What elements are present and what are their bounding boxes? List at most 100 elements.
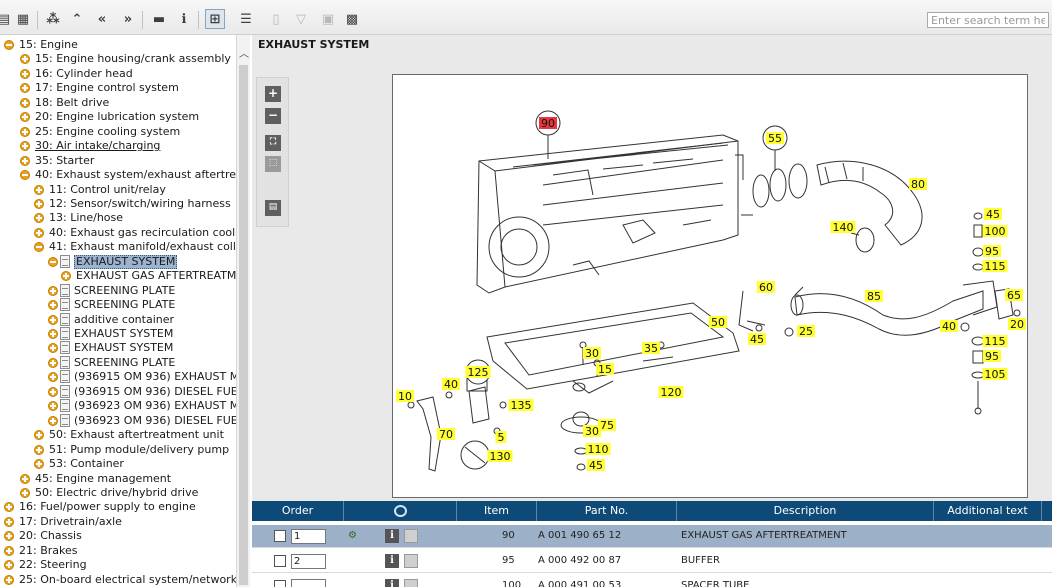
tree-node[interactable]: 11: Control unit/relay: [0, 183, 236, 197]
tree-node[interactable]: EXHAUST GAS AFTERTREATME: [0, 269, 236, 283]
callout-60[interactable]: 60: [757, 281, 775, 294]
tree-node-label[interactable]: (936915 OM 936) EXHAUST MA: [74, 370, 236, 384]
tree-node[interactable]: 15: Engine: [0, 38, 236, 52]
tree-node-label[interactable]: SCREENING PLATE: [74, 355, 176, 369]
tree-node[interactable]: 20: Chassis: [0, 529, 236, 543]
tree-node-label[interactable]: 40: Exhaust gas recirculation cooler/: [49, 225, 236, 239]
callout-label[interactable]: 45: [750, 333, 764, 346]
list-view-icon[interactable]: ▦: [16, 11, 30, 27]
info-icon[interactable]: i: [385, 529, 399, 543]
expand-icon[interactable]: [20, 155, 30, 166]
tree-node-label[interactable]: 53: Container: [49, 457, 124, 471]
callout-85[interactable]: 85: [865, 290, 883, 303]
tree-node[interactable]: (936915 OM 936) EXHAUST MA: [0, 370, 236, 384]
callout-label[interactable]: 85: [867, 290, 881, 303]
expand-icon[interactable]: [20, 83, 30, 94]
expand-icon[interactable]: [20, 487, 30, 498]
zoom-out-button[interactable]: −: [265, 108, 281, 124]
magnifier-icon[interactable]: [393, 505, 407, 517]
expand-icon[interactable]: [48, 386, 58, 397]
illustration-view-icon[interactable]: ⊞: [205, 9, 225, 29]
callout-label[interactable]: 60: [759, 281, 773, 294]
expand-icon[interactable]: [48, 372, 58, 383]
tree-node-label[interactable]: EXHAUST SYSTEM: [74, 327, 174, 340]
tree-node[interactable]: 12: Sensor/switch/wiring harness: [0, 197, 236, 211]
expand-icon[interactable]: [34, 213, 44, 224]
image-export-icon[interactable]: ▩: [345, 11, 359, 27]
tree-node[interactable]: 41: Exhaust manifold/exhaust collect: [0, 240, 236, 254]
expand-icon[interactable]: [48, 285, 58, 296]
tree-node[interactable]: 17: Engine control system: [0, 81, 236, 95]
tree-node[interactable]: 25: Engine cooling system: [0, 125, 236, 139]
callout-label[interactable]: 50: [711, 316, 725, 329]
callout-label[interactable]: 55: [768, 132, 782, 145]
expand-icon[interactable]: [48, 329, 58, 339]
callout-30[interactable]: 30: [583, 347, 601, 360]
tree-node[interactable]: (936923 OM 936) EXHAUST MA: [0, 399, 236, 413]
callout-135[interactable]: 135: [508, 399, 534, 412]
expand-icon[interactable]: [4, 531, 14, 542]
callout-label[interactable]: 95: [985, 350, 999, 363]
callout-20[interactable]: 20: [1008, 318, 1026, 331]
overview-button[interactable]: ▤: [265, 200, 281, 216]
expand-icon[interactable]: [20, 141, 30, 152]
expand-icon[interactable]: [34, 184, 44, 195]
tree-node[interactable]: 50: Electric drive/hybrid drive: [0, 486, 236, 500]
callout-label[interactable]: 40: [444, 378, 458, 391]
tree-node-label[interactable]: 17: Drivetrain/axle: [19, 514, 122, 528]
bin-icon[interactable]: ▯: [272, 11, 280, 27]
tree-node-label[interactable]: 22: Steering: [19, 558, 87, 572]
tree-node[interactable]: additive container: [0, 312, 236, 327]
next-icon[interactable]: »: [123, 11, 133, 27]
tree-node-label[interactable]: 13: Line/hose: [49, 211, 124, 225]
callout-110[interactable]: 110: [585, 443, 611, 456]
callout-45[interactable]: 45: [587, 459, 605, 472]
callout-label[interactable]: 125: [468, 366, 489, 379]
tree-node[interactable]: 50: Exhaust aftertreatment unit: [0, 428, 236, 442]
expand-icon[interactable]: [34, 444, 44, 455]
callout-label[interactable]: 110: [588, 443, 609, 456]
tree-node[interactable]: 22: Steering: [0, 558, 236, 572]
quantity-input[interactable]: [291, 579, 326, 587]
callout-45[interactable]: 45: [984, 208, 1002, 221]
part-link-icon[interactable]: ⚙: [348, 530, 357, 541]
tree-node-label[interactable]: 17: Engine control system: [35, 81, 179, 95]
callout-120[interactable]: 120: [658, 386, 684, 399]
callout-105[interactable]: 105: [982, 368, 1008, 381]
callout-115[interactable]: 115: [982, 335, 1008, 348]
callout-label[interactable]: 115: [985, 335, 1006, 348]
callout-label[interactable]: 120: [661, 386, 682, 399]
tree-scrollbar[interactable]: ︿: [236, 35, 250, 587]
tree-node-label[interactable]: 50: Exhaust aftertreatment unit: [49, 428, 224, 442]
expand-icon[interactable]: [20, 126, 30, 137]
expand-icon[interactable]: [4, 560, 14, 571]
tree-node-label[interactable]: 16: Fuel/power supply to engine: [19, 500, 196, 514]
collapse-up-icon[interactable]: ⌃: [71, 11, 83, 27]
tree-node[interactable]: EXHAUST SYSTEM: [0, 254, 236, 269]
callout-25[interactable]: 25: [797, 325, 815, 338]
tree-toggle-icon[interactable]: ▤: [0, 11, 11, 27]
callout-90[interactable]: 90: [535, 110, 561, 136]
column-description[interactable]: Description: [677, 501, 934, 521]
tree-node[interactable]: 35: Starter: [0, 154, 236, 168]
callout-40[interactable]: 40: [940, 320, 958, 333]
tree-node-label[interactable]: 11: Control unit/relay: [49, 182, 166, 196]
fit-screen-button[interactable]: ⛶: [265, 135, 281, 151]
tree-node[interactable]: 13: Line/hose: [0, 211, 236, 225]
tree-node[interactable]: 45: Engine management: [0, 472, 236, 486]
tree-node-label[interactable]: 20: Engine lubrication system: [35, 110, 200, 124]
callout-45[interactable]: 45: [748, 333, 766, 346]
zoom-area-button[interactable]: ⬚: [265, 156, 281, 172]
column-item[interactable]: Item: [457, 501, 537, 521]
callout-label[interactable]: 25: [799, 325, 813, 338]
tree-node[interactable]: 18: Belt drive: [0, 96, 236, 110]
chevron-up-icon[interactable]: ︿: [239, 49, 249, 60]
search-input[interactable]: [927, 12, 1049, 28]
callout-130[interactable]: 130: [487, 450, 513, 463]
callout-55[interactable]: 55: [762, 125, 788, 151]
collapse-icon[interactable]: [4, 40, 14, 50]
expand-icon[interactable]: [20, 473, 30, 484]
callout-label[interactable]: 135: [511, 399, 532, 412]
